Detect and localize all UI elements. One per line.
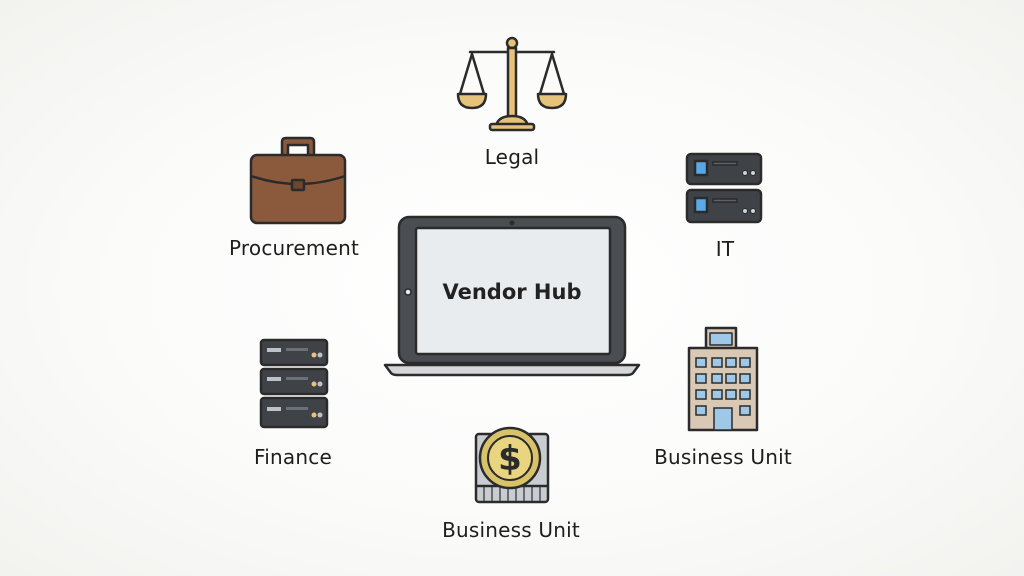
node-label-finance: Finance (254, 445, 332, 469)
server-rack-icon (685, 152, 763, 224)
scales-of-justice-icon (456, 36, 568, 132)
server-stack-icon (259, 338, 329, 429)
briefcase-icon (249, 136, 347, 225)
node-business-unit-bottom: $ (472, 420, 554, 506)
node-label-procurement: Procurement (229, 236, 359, 260)
node-it (685, 152, 763, 224)
node-legal (456, 34, 568, 134)
svg-text:$: $ (498, 439, 522, 479)
node-label-it: IT (715, 237, 735, 261)
node-finance (258, 338, 330, 430)
laptop-icon (383, 215, 641, 377)
node-business-unit-right (686, 326, 760, 432)
office-building-icon (687, 326, 759, 432)
node-label-business-unit-bottom: Business Unit (442, 518, 580, 542)
hub-vendor-hub (383, 215, 641, 377)
node-label-legal: Legal (484, 145, 540, 169)
hub-label: Vendor Hub (442, 280, 582, 304)
dollar-coin-icon: $ (474, 426, 550, 504)
node-procurement (248, 136, 348, 226)
node-label-business-unit-right: Business Unit (654, 445, 792, 469)
